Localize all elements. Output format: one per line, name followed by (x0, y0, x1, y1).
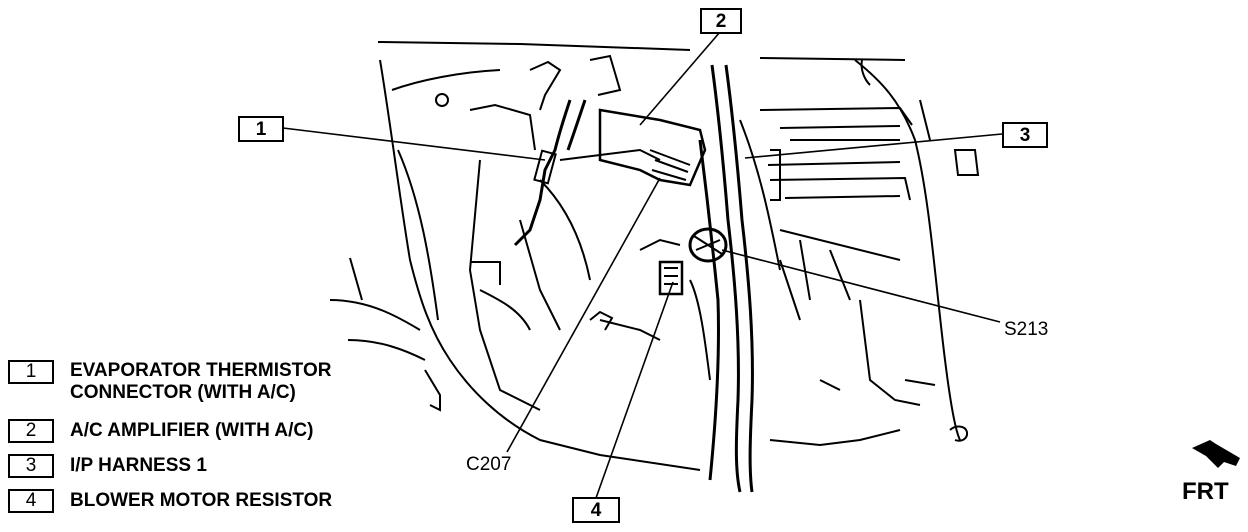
callout-2: 2 (700, 8, 742, 34)
leader-line-1 (282, 127, 546, 161)
callout-4-number: 4 (590, 500, 602, 521)
front-arrow-icon (1192, 440, 1240, 468)
legend-3-number: 3 (25, 455, 37, 476)
callout-1: 1 (238, 116, 284, 142)
legend-3-box: 3 (8, 454, 54, 478)
legend-1-line1: EVAPORATOR THERMISTOR (70, 360, 332, 381)
leader-line-s213 (721, 249, 1001, 323)
legend-1-line2: CONNECTOR (WITH A/C) (70, 382, 296, 403)
legend-4-box: 4 (8, 489, 54, 513)
connector-c207-label: C207 (466, 454, 512, 475)
leader-line-4 (595, 281, 674, 499)
callout-1-number: 1 (255, 119, 267, 140)
legend-1-text: EVAPORATOR THERMISTOR CONNECTOR (WITH A/… (70, 360, 331, 404)
legend-4-number: 4 (25, 490, 37, 511)
legend-1-number: 1 (25, 361, 37, 382)
front-direction-label: FRT (1182, 478, 1229, 505)
leader-line-3 (744, 133, 1003, 159)
legend-4-text: BLOWER MOTOR RESISTOR (70, 490, 333, 511)
legend-2-text: A/C AMPLIFIER (WITH A/C) (70, 420, 314, 441)
callout-2-number: 2 (715, 11, 727, 32)
legend-1-box: 1 (8, 360, 54, 384)
leader-line-c207 (506, 177, 661, 453)
callout-3: 3 (1002, 122, 1048, 148)
leader-line-2 (639, 31, 721, 126)
legend-3-text: I/P HARNESS 1 (70, 455, 207, 476)
legend-2-number: 2 (25, 420, 37, 441)
callout-3-number: 3 (1019, 125, 1031, 146)
splice-s213-label: S213 (1004, 319, 1049, 340)
legend-2-box: 2 (8, 419, 54, 443)
callout-4: 4 (572, 497, 620, 523)
